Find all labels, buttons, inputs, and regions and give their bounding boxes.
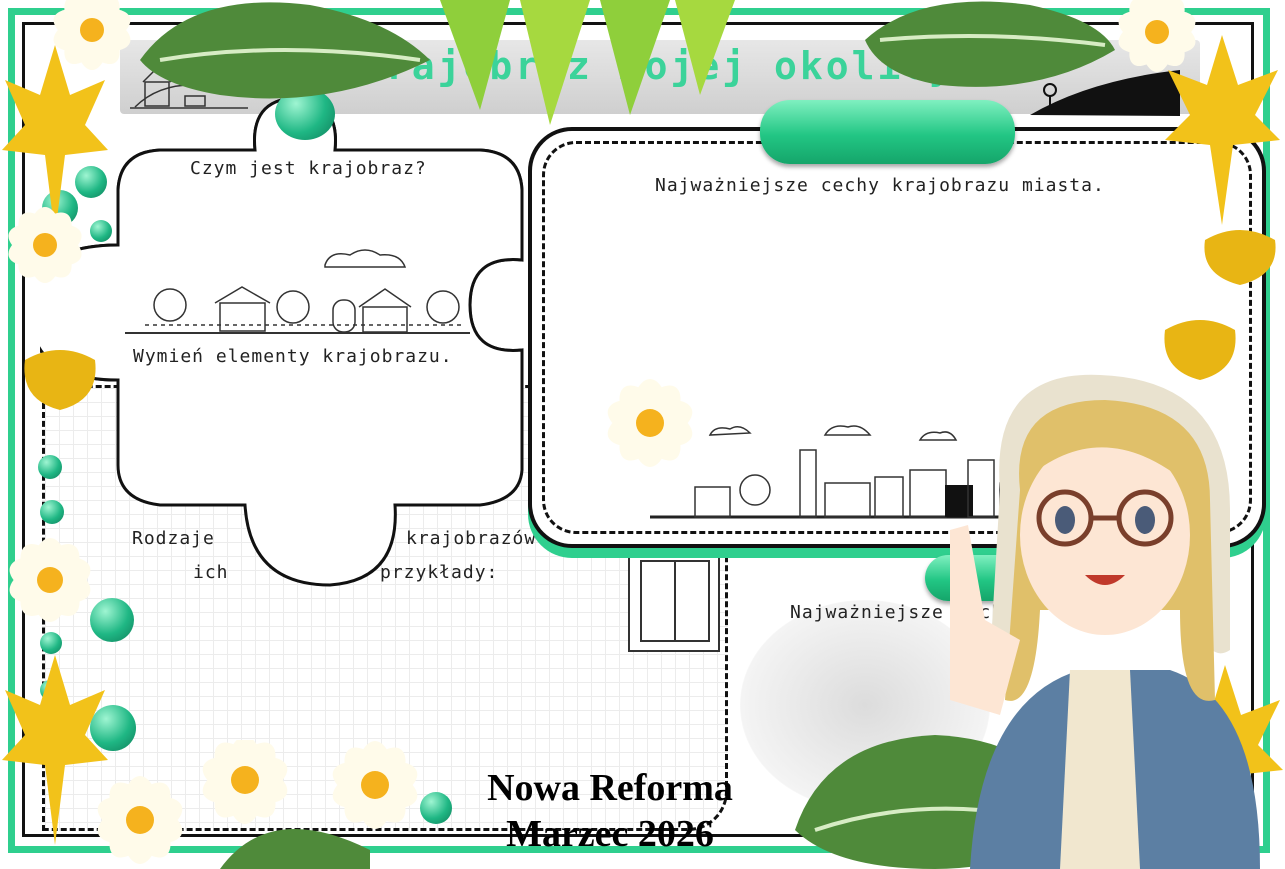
plumeria-flower (9, 538, 91, 622)
farm-landscape-illustration (125, 249, 470, 334)
village-house-illustration (130, 66, 248, 109)
footer-text: Nowa Reforma Marzec 2026 (380, 765, 840, 857)
monstera-leaf-top-left (140, 2, 430, 99)
green-bead (38, 455, 62, 479)
green-bead (40, 500, 64, 524)
list-elements-heading: Wymień elementy krajobrazu. (133, 346, 453, 367)
maple-leaf-left-bottom (2, 655, 108, 845)
types-label-1a: Rodzaje (132, 528, 215, 549)
plumeria-flower (8, 207, 82, 283)
palm-leaf-top (440, 0, 735, 125)
footer-line-2: Marzec 2026 (506, 813, 714, 855)
city-road-illustration (1030, 70, 1180, 116)
plumeria-flower (607, 379, 693, 467)
types-label-2b: przykłady: (380, 562, 499, 583)
plumeria-flower (1118, 0, 1196, 72)
types-label-1b: krajobrazów i (406, 528, 560, 549)
green-bead (420, 792, 452, 824)
city-panel-badge (760, 100, 1015, 164)
what-is-landscape-heading: Czym jest krajobraz? (190, 158, 427, 179)
ginkgo-leaf-right (1164, 320, 1236, 428)
puzzle-panel-fill (40, 96, 524, 587)
girl-character-pointing (950, 374, 1260, 869)
green-bead (90, 220, 112, 242)
green-bead (90, 598, 134, 642)
footer-line-1: Nowa Reforma (487, 767, 733, 809)
maple-leaf-left-top (2, 45, 108, 235)
maple-leaf-right-top (1165, 35, 1280, 225)
city-features-heading: Najważniejsze cechy krajobrazu miasta. (655, 175, 1105, 196)
green-bead (40, 632, 62, 654)
city-skyline-illustration (650, 425, 1050, 519)
monstera-leaf-top-right (865, 1, 1115, 87)
plumeria-flower (53, 0, 131, 70)
plumeria-flower-cluster (97, 740, 418, 869)
green-bead (75, 166, 107, 198)
green-bead (90, 705, 136, 751)
window-houses-picture (628, 548, 720, 652)
ginkgo-leaf-left (24, 350, 96, 458)
types-label-2a: ich (193, 562, 229, 583)
ginkgo-leaf-right-small (1204, 230, 1276, 328)
